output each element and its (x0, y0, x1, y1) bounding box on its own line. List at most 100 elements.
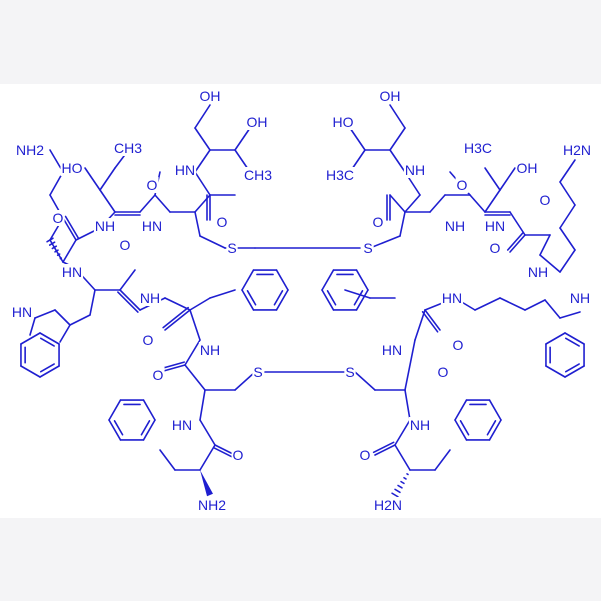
bond-79 (119, 289, 141, 311)
bond-72 (559, 181, 576, 206)
bond-84 (20, 365, 41, 378)
disulfide-s3-label: S (253, 364, 262, 380)
bond-94 (34, 309, 56, 319)
bond-78 (119, 269, 136, 291)
bond-160 (142, 419, 156, 441)
bond-128 (499, 297, 526, 311)
label-backdrop (515, 160, 539, 176)
bond-167 (113, 419, 124, 436)
carbonyl-o-label: O (53, 210, 64, 226)
bond-103 (241, 269, 255, 291)
label-backdrop (140, 218, 164, 234)
bond-5 (59, 257, 63, 260)
bond-165 (142, 399, 156, 421)
label-backdrop (60, 264, 84, 280)
label-backdrop (488, 240, 502, 256)
bond-87 (39, 332, 60, 345)
bond-42 (369, 235, 401, 249)
label-backdrop (451, 337, 465, 353)
label-backdrop (60, 160, 84, 176)
bond-65 (509, 211, 526, 236)
bond-69 (559, 249, 576, 273)
bond-99 (209, 289, 236, 299)
bond-74 (509, 234, 526, 253)
bond-12 (62, 217, 77, 241)
bond-171 (374, 444, 396, 456)
carbonyl-o-label: O (453, 337, 464, 353)
throl-right-hydroxyl-label: HO (333, 114, 354, 130)
bond-8 (51, 245, 58, 250)
bond-129 (524, 299, 546, 311)
bond-131 (344, 289, 371, 299)
bond-110 (164, 309, 191, 331)
label-backdrop (198, 88, 222, 104)
label-backdrop (526, 264, 550, 280)
bond-59 (484, 189, 501, 213)
bond-122 (414, 309, 426, 341)
bond-112 (184, 339, 201, 366)
bond-19 (84, 167, 101, 191)
label-backdrop (252, 364, 264, 380)
cys-right-lower-amide-label: NH (410, 417, 430, 433)
bond-17 (99, 189, 116, 213)
bond-156 (199, 444, 216, 471)
throl-left-methyl-label: CH3 (244, 167, 272, 183)
bond-102 (241, 289, 255, 311)
bond-115 (184, 364, 206, 391)
label-backdrop (93, 218, 117, 234)
label-backdrop (196, 497, 228, 513)
bond-97 (164, 297, 191, 311)
bond-121 (404, 339, 416, 391)
label-backdrop (151, 367, 165, 383)
label-backdrop (14, 142, 46, 158)
label-backdrop (408, 417, 432, 433)
bond-117 (234, 371, 256, 391)
bond-188 (486, 419, 497, 436)
bond-169 (404, 389, 411, 421)
label-backdrop (462, 140, 494, 156)
disulfide-s4-label: S (345, 364, 354, 380)
bond-34 (234, 127, 251, 151)
bond-176 (403, 476, 407, 480)
bond-153 (199, 419, 216, 446)
bond-119 (354, 371, 376, 391)
indole-left-nh-label: HN (12, 304, 32, 320)
bond-38 (194, 211, 201, 237)
trp-left-amide-label: NH (140, 290, 160, 306)
bond-175 (406, 473, 409, 476)
label-backdrop (380, 342, 404, 358)
label-backdrop (403, 162, 427, 178)
bond-89 (39, 363, 55, 373)
throl-left-hydroxyl-label: OH (247, 114, 268, 130)
wedge-bond-158 (200, 470, 213, 497)
bond-151 (559, 311, 581, 319)
bond-181 (434, 449, 451, 471)
bond-163 (108, 399, 122, 421)
bond-46 (389, 149, 406, 173)
carbonyl-o-label: O (457, 177, 468, 193)
label-backdrop (561, 142, 593, 158)
bond-71 (559, 204, 576, 229)
bond-180 (391, 492, 399, 498)
bond-50 (349, 127, 366, 151)
bond-61 (499, 167, 516, 191)
structure-panel (0, 84, 601, 518)
label-backdrop (436, 364, 450, 380)
label-backdrop (362, 240, 374, 256)
bond-100 (275, 289, 289, 311)
carbonyl-o-label: O (143, 332, 154, 348)
bond-139 (326, 289, 337, 306)
phe-left-amide-label: NH (200, 342, 220, 358)
bond-149 (564, 337, 580, 347)
bond-111 (162, 306, 189, 329)
bond-107 (246, 289, 257, 306)
bond-137 (355, 269, 369, 291)
label-backdrop (231, 447, 245, 463)
bond-60 (484, 167, 501, 191)
thr-left-amide-label: NH (95, 218, 115, 234)
carbonyl-o-label: O (153, 367, 164, 383)
label-backdrop (245, 114, 269, 130)
bond-166 (140, 419, 151, 436)
carbonyl-o-label: O (438, 364, 449, 380)
carbonyl-o-label: O (373, 214, 384, 230)
